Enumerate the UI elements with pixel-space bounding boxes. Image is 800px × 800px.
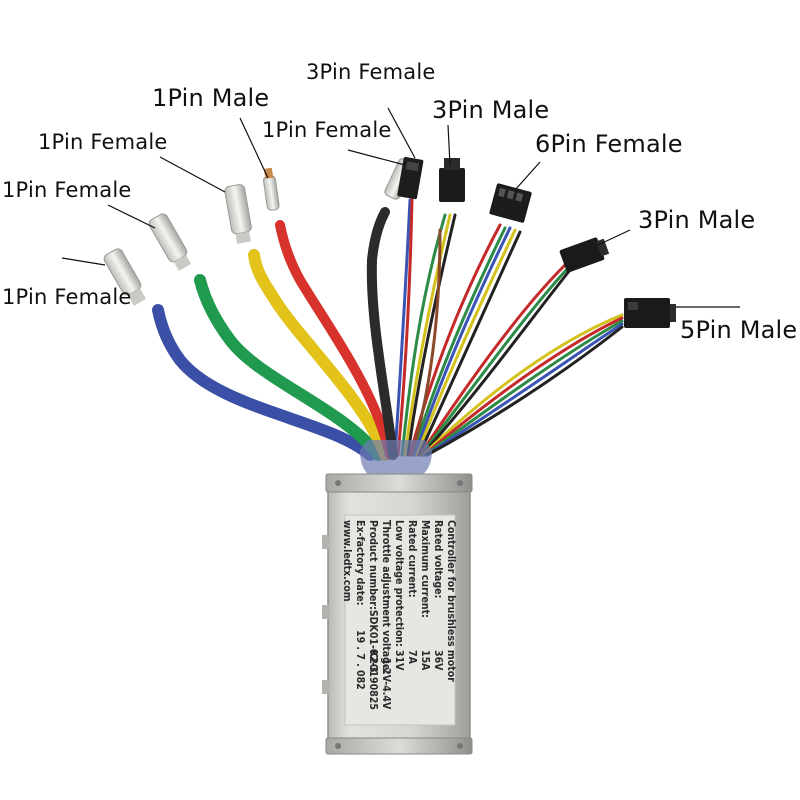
plate-row-4-key: Throttle adjustment voltage: <box>380 520 392 674</box>
plate-row-3-key: Low voltage protection: <box>393 520 405 647</box>
plate-row-1-key: Maximum current: <box>419 520 431 618</box>
plate-row-2-key: Rated current: <box>406 520 418 598</box>
label-1pin-female-b: 1Pin Female <box>262 118 392 142</box>
multi-pin-connectors <box>397 156 676 328</box>
controller-housing <box>322 473 473 755</box>
label-6pin-female: 6Pin Female <box>535 130 683 158</box>
plate-row-6-val: 19 . 7 . 082 <box>354 630 366 690</box>
leader-lines <box>61 107 740 308</box>
green-wire <box>194 274 384 461</box>
plate-row-5-val: K20190825 <box>367 650 379 710</box>
plate-website: www.ledtx.com <box>341 520 353 602</box>
label-plate: Controller for brushless motor Rated vol… <box>341 520 457 710</box>
label-1pin-female-d: 1Pin Female <box>2 285 132 309</box>
plate-row-3-val: 31V <box>393 650 405 671</box>
label-1pin-female-a: 1Pin Female <box>38 130 168 154</box>
plate-row-2-val: 7A <box>406 650 418 665</box>
label-1pin-female-c: 1Pin Female <box>2 178 132 202</box>
blue-wire <box>152 304 376 461</box>
label-5pin-male: 5Pin Male <box>680 316 798 344</box>
thin-wire-bundle <box>393 198 624 457</box>
plate-title: Controller for brushless motor <box>445 520 457 682</box>
label-3pin-female-top: 3Pin Female <box>306 60 436 84</box>
plate-row-4-val: 1.2V-4.4V <box>380 658 392 710</box>
red-wire <box>275 220 395 460</box>
plate-row-0-val: 36V <box>432 650 444 671</box>
plate-row-6-key: Ex-factory date: <box>354 520 366 606</box>
label-3pin-male-top: 3Pin Male <box>432 96 550 124</box>
black-wire <box>366 207 398 460</box>
plate-row-1-val: 15A <box>419 650 431 671</box>
thick-wire-bundle <box>152 207 398 461</box>
yellow-wire <box>248 249 391 461</box>
label-3pin-male-right: 3Pin Male <box>638 206 756 234</box>
plate-row-0-key: Rated voltage: <box>432 520 444 598</box>
label-1pin-male-top: 1Pin Male <box>152 84 270 112</box>
wire-sleeve <box>360 440 432 483</box>
plate-row-5-key: Product number:SDK01-02-3 <box>367 520 379 673</box>
